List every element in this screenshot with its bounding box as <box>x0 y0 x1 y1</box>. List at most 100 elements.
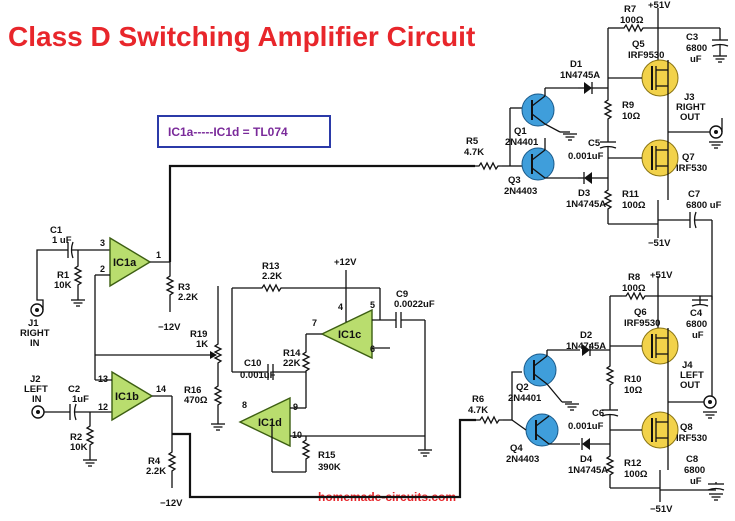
c3-label: C3 <box>686 32 698 43</box>
d4-label: D4 <box>580 454 593 465</box>
j3-label: J3 <box>684 92 695 103</box>
r6-label: R6 <box>472 394 484 405</box>
j1-line2: IN <box>30 338 40 349</box>
minus51v-bottom-label: −51V <box>650 504 673 515</box>
ic1d-opamp <box>238 396 291 448</box>
r2-value: 10K <box>70 442 88 453</box>
ic1c-pin-6: 6 <box>370 344 375 354</box>
c4-label: C4 <box>690 308 703 319</box>
j1-right-input-jack <box>30 303 44 317</box>
j2-line2: IN <box>32 394 42 405</box>
q2-label: Q2 <box>516 382 529 393</box>
q2-part: 2N4401 <box>508 393 542 404</box>
r7-value: 100Ω <box>620 15 644 26</box>
c6-value: 0.001uF <box>568 421 604 432</box>
minus12v-bottom-label: −12V <box>160 498 183 509</box>
ic1b-pin-13: 13 <box>98 374 108 384</box>
ic1c-label: IC1c <box>338 329 361 341</box>
q3-label: Q3 <box>508 175 521 186</box>
q7-part: IRF530 <box>676 163 707 174</box>
d3-label: D3 <box>578 188 590 199</box>
ic1d-pin-8: 8 <box>242 400 247 410</box>
c10-value: 0.001uF <box>240 370 276 381</box>
c5-value: 0.001uF <box>568 151 604 162</box>
d1-label: D1 <box>570 59 583 70</box>
q4-part: 2N4403 <box>506 454 539 465</box>
c1-value: 1 uF <box>52 235 72 246</box>
minus51v-top-label: −51V <box>648 238 671 249</box>
ic1b-pin-12: 12 <box>98 402 108 412</box>
c3-value1: 6800 <box>686 43 707 54</box>
ic1a-label: IC1a <box>113 257 137 269</box>
note-text: IC1a-----IC1d = TL074 <box>168 125 288 139</box>
q3-part: 2N4403 <box>504 186 537 197</box>
q8-label: Q8 <box>680 422 693 433</box>
ic1a-pin-3: 3 <box>100 238 105 248</box>
d3-part: 1N4745A <box>566 199 606 210</box>
ic1a-pin-1: 1 <box>156 250 161 260</box>
ic1c-pin-5: 5 <box>370 300 375 310</box>
j2-left-input-jack <box>31 405 45 419</box>
r7-label: R7 <box>624 4 636 15</box>
q3-pnp-transistor <box>521 147 555 181</box>
c4-value1: 6800 <box>686 319 707 330</box>
q4-pnp-transistor <box>525 413 559 447</box>
j2-label: J2 <box>30 374 41 385</box>
c7-value: 6800 uF <box>686 200 722 211</box>
q8-part: IRF530 <box>676 433 707 444</box>
ic1c-opamp <box>320 308 373 360</box>
r10-label: R10 <box>624 374 641 385</box>
c8-value1: 6800 <box>684 465 705 476</box>
j4-left-output-jack <box>703 395 717 409</box>
r5-label: R5 <box>466 136 479 147</box>
q7-nmos-transistor <box>641 139 679 177</box>
r3-label: R3 <box>178 282 190 293</box>
r11-label: R11 <box>622 189 640 200</box>
c8-label: C8 <box>686 454 698 465</box>
j1-label: J1 <box>28 318 39 329</box>
r15-label: R15 <box>318 450 336 461</box>
c4-value2: uF <box>692 330 704 341</box>
j3-line1: RIGHT <box>676 102 706 113</box>
q1-label: Q1 <box>514 126 527 137</box>
r19-label: R19 <box>190 329 207 340</box>
r9-value: 10Ω <box>622 111 641 122</box>
r1-value: 10K <box>54 280 72 291</box>
r12-value: 100Ω <box>624 469 648 480</box>
r5-value: 4.7K <box>464 147 484 158</box>
c9-label: C9 <box>396 289 408 300</box>
r2-label: R2 <box>70 432 82 443</box>
q5-pmos-transistor <box>641 59 679 97</box>
q5-label: Q5 <box>632 39 645 50</box>
j4-label: J4 <box>682 360 693 371</box>
plus12v-label: +12V <box>334 257 357 268</box>
c8-value2: uF <box>690 476 702 487</box>
ic1d-label: IC1d <box>258 417 282 429</box>
c3-value2: uF <box>690 54 702 65</box>
j3-line2: OUT <box>680 112 700 123</box>
q7-label: Q7 <box>682 152 695 163</box>
r14-value: 22K <box>283 358 301 369</box>
c7-label: C7 <box>688 189 700 200</box>
ic1b-label: IC1b <box>115 391 139 403</box>
d2-label: D2 <box>580 330 592 341</box>
minus12v-top-label: −12V <box>158 322 181 333</box>
r9-label: R9 <box>622 100 634 111</box>
j3-right-output-jack <box>709 125 723 139</box>
q8-nmos-transistor <box>641 411 679 449</box>
r13-label: R13 <box>262 261 279 272</box>
c5-label: C5 <box>588 138 601 149</box>
r16-value: 470Ω <box>184 395 208 406</box>
plus51v-bottom-label: +51V <box>650 270 673 281</box>
note-box <box>157 115 331 148</box>
c6-label: C6 <box>592 408 604 419</box>
ic1c-pin-7: 7 <box>312 318 317 328</box>
q1-part: 2N4401 <box>505 137 539 148</box>
r13-value: 2.2K <box>262 271 282 282</box>
r3-value: 2.2K <box>178 292 198 303</box>
c1-label: C1 <box>50 225 63 236</box>
r6-value: 4.7K <box>468 405 488 416</box>
j2-line1: LEFT <box>24 384 48 395</box>
